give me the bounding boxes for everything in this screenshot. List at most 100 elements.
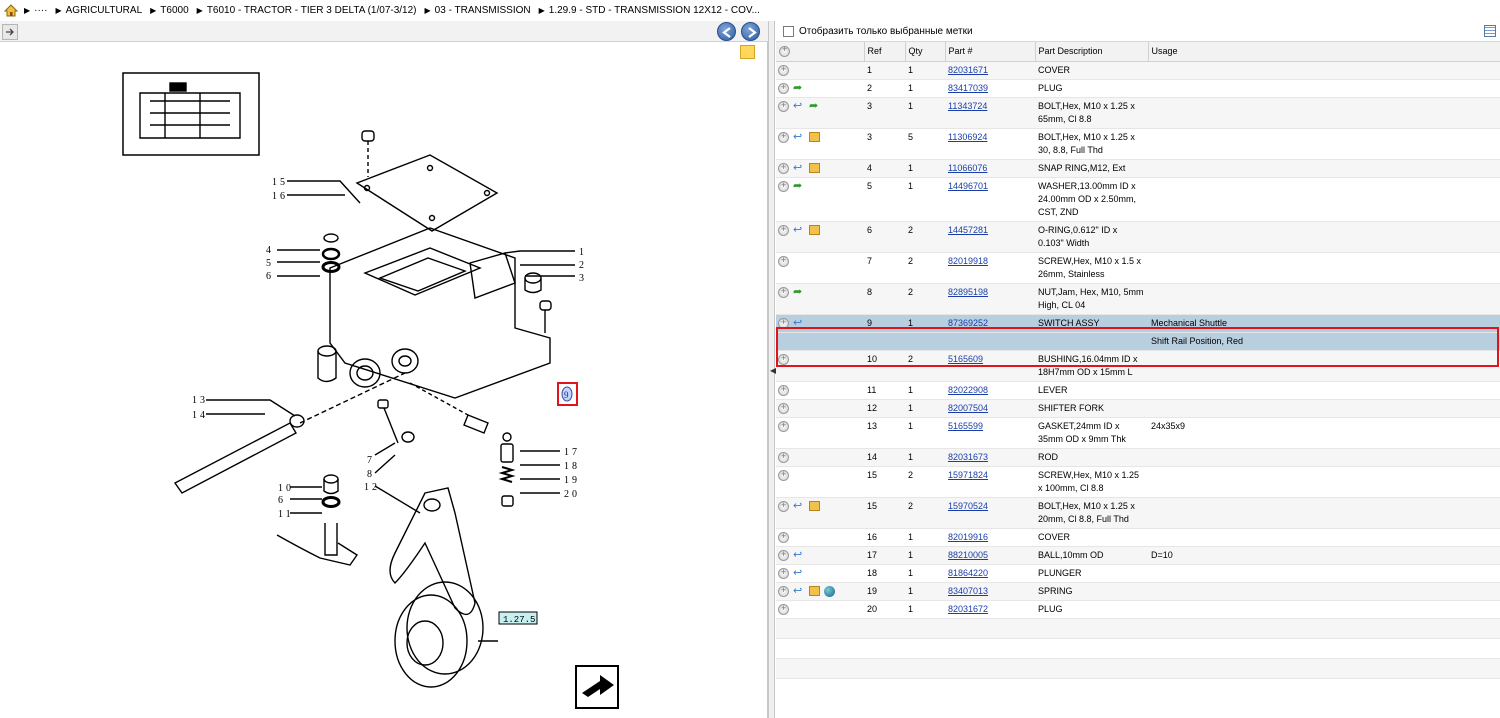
grid-view-icon[interactable] — [1484, 25, 1496, 37]
callout-6b[interactable]: 6 — [278, 495, 286, 506]
package-icon[interactable] — [809, 586, 820, 597]
part-number-link[interactable]: 82022908 — [948, 384, 989, 395]
show-selected-checkbox[interactable] — [783, 25, 794, 37]
next-button[interactable] — [741, 22, 760, 41]
expand-row-icon[interactable] — [778, 63, 789, 76]
part-number-link[interactable]: 14457281 — [948, 224, 989, 235]
expand-row-icon[interactable] — [778, 584, 789, 597]
expand-row-icon[interactable] — [778, 179, 789, 192]
callout-10[interactable]: 10 — [278, 483, 294, 494]
part-number-link[interactable]: 11343724 — [948, 100, 988, 111]
usage-header[interactable]: Usage — [1148, 42, 1500, 62]
callout-6[interactable]: 6 — [266, 271, 274, 282]
qty-header[interactable]: Qty — [905, 42, 946, 62]
expand-all-header[interactable] — [776, 42, 865, 62]
callout-15[interactable]: 15 — [272, 177, 288, 188]
callout-20[interactable]: 20 — [564, 489, 580, 500]
expand-row-icon[interactable] — [778, 419, 789, 432]
part-number-link[interactable]: 11306924 — [948, 131, 988, 142]
part-number-link[interactable]: 15971824 — [948, 469, 989, 480]
breadcrumb-item[interactable]: ▶03 - TRANSMISSION — [425, 5, 531, 16]
part-number-link[interactable]: 82895198 — [948, 286, 989, 297]
callout-3[interactable]: 3 — [579, 273, 587, 284]
expand-row-icon[interactable] — [778, 254, 789, 267]
part-number-link[interactable]: 82031672 — [948, 603, 989, 614]
callout-4[interactable]: 4 — [266, 245, 274, 256]
package-icon[interactable] — [809, 225, 820, 236]
green-arrow-icon[interactable]: ➦ — [793, 285, 803, 298]
callout-11[interactable]: 11 — [278, 509, 294, 520]
package-icon[interactable] — [809, 132, 820, 143]
expand-row-icon[interactable] — [778, 548, 789, 561]
return-to-list-icon[interactable] — [575, 665, 619, 709]
expand-row-icon[interactable] — [778, 450, 789, 463]
previous-button[interactable] — [717, 22, 736, 41]
notes-folder-icon[interactable] — [740, 45, 755, 59]
part-number-link[interactable]: 83407013 — [948, 585, 989, 596]
breadcrumb-item[interactable]: ▶T6010 - TRACTOR - TIER 3 DELTA (1/07-3/… — [197, 5, 417, 16]
expand-row-icon[interactable] — [778, 530, 789, 543]
blue-arrow-icon[interactable]: ↩ — [793, 99, 803, 112]
part-number-link[interactable]: 82031671 — [948, 64, 989, 75]
callout-13[interactable]: 13 — [192, 395, 208, 406]
part-number-link[interactable]: 82019916 — [948, 531, 989, 542]
collapse-arrow-icon[interactable]: ◀ — [770, 366, 777, 375]
expand-row-icon[interactable] — [778, 81, 789, 94]
breadcrumb-item[interactable]: ▶AGRICULTURAL — [55, 5, 142, 16]
part-number-link[interactable]: 83417039 — [948, 82, 989, 93]
callout-2[interactable]: 2 — [579, 260, 587, 271]
expand-row-icon[interactable] — [778, 602, 789, 615]
blue-arrow-icon[interactable]: ↩ — [793, 130, 803, 143]
expand-row-icon[interactable] — [778, 130, 789, 143]
part-number-link[interactable]: 82031673 — [948, 451, 989, 462]
expand-row-icon[interactable] — [778, 566, 789, 579]
expand-row-icon[interactable] — [778, 401, 789, 414]
green-arrow-icon[interactable]: ➦ — [793, 179, 803, 192]
callout-1[interactable]: 1 — [579, 247, 587, 258]
part-number-link[interactable]: 87369252 — [948, 317, 989, 328]
expand-row-icon[interactable] — [778, 161, 789, 174]
package-icon[interactable] — [809, 163, 820, 174]
pane-splitter[interactable]: ◀ — [768, 21, 777, 718]
blue-arrow-icon[interactable]: ↩ — [793, 584, 803, 597]
expand-row-icon[interactable] — [778, 352, 789, 365]
callout-12[interactable]: 12 — [364, 482, 380, 493]
callout-18[interactable]: 18 — [564, 461, 580, 472]
callout-9[interactable]: 9 — [564, 390, 569, 400]
callout-19[interactable]: 19 — [564, 475, 580, 486]
part-number-link[interactable]: 5165609 — [948, 353, 984, 364]
green-arrow-icon[interactable]: ➦ — [809, 99, 819, 112]
expand-row-icon[interactable] — [778, 316, 789, 329]
callout-14[interactable]: 14 — [192, 410, 208, 421]
part-number-link[interactable]: 88210005 — [948, 549, 989, 560]
breadcrumb-item[interactable]: ▶1.29.9 - STD - TRANSMISSION 12X12 - COV… — [539, 5, 760, 16]
blue-arrow-icon[interactable]: ↩ — [793, 316, 803, 329]
breadcrumb-item[interactable]: ▶T6000 — [150, 5, 189, 16]
breadcrumb-item[interactable]: ▶···· — [24, 5, 47, 16]
blue-arrow-icon[interactable]: ↩ — [793, 223, 803, 236]
expand-all-icon[interactable] — [779, 44, 790, 57]
part-number-link[interactable]: 14496701 — [948, 180, 989, 191]
callout-7[interactable]: 7 — [367, 455, 375, 466]
expand-pane-button[interactable] — [2, 24, 18, 40]
blue-arrow-icon[interactable]: ↩ — [793, 566, 803, 579]
